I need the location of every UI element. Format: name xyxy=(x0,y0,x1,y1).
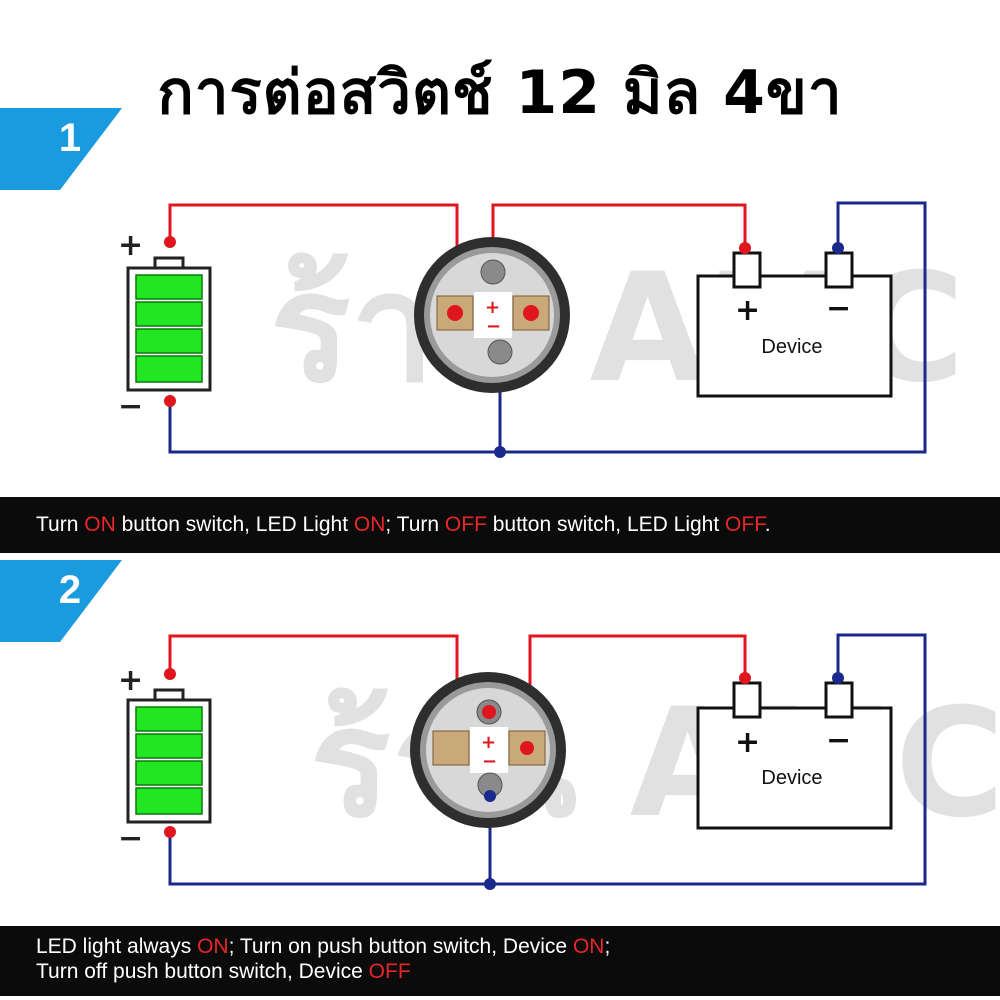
device-positive-terminal xyxy=(739,672,751,684)
step-badge-2: 2 xyxy=(0,560,122,642)
battery-plus-label: + xyxy=(118,228,143,263)
device-negative-terminal xyxy=(832,672,844,684)
device-label: Device xyxy=(761,336,822,358)
wiring-diagram-1: ร้าน AMC + − + − xyxy=(118,201,965,458)
caption-line-2: Turn off push button switch, Device OFF xyxy=(36,960,411,983)
battery-positive-terminal xyxy=(164,236,176,248)
switch-plus-label: + xyxy=(481,732,496,753)
battery xyxy=(126,256,212,392)
push-button-switch xyxy=(410,672,566,828)
battery-negative-terminal xyxy=(164,395,176,407)
step-number: 1 xyxy=(58,116,82,160)
wiring-diagram-2: ร้าน AMC + − + − xyxy=(118,633,1000,890)
device xyxy=(696,681,893,830)
caption-band-2: LED light always ON; Turn on push button… xyxy=(0,926,1000,996)
device-plus-label: + xyxy=(735,293,760,328)
wire-junction xyxy=(484,878,496,890)
wire-junction xyxy=(494,446,506,458)
switch-minus-label: − xyxy=(482,751,497,772)
caption-band-1: Turn ON button switch, LED Light ON; Tur… xyxy=(0,497,1000,553)
device-minus-label: − xyxy=(826,723,851,758)
battery-minus-label: − xyxy=(118,821,143,856)
caption-text: Turn ON button switch, LED Light ON; Tur… xyxy=(36,513,771,536)
caption-line-1: LED light always ON; Turn on push button… xyxy=(36,935,611,958)
switch-plus-label: + xyxy=(485,297,500,318)
switch-minus-label: − xyxy=(486,316,501,337)
device-negative-terminal xyxy=(832,242,844,254)
device-label: Device xyxy=(761,767,822,789)
battery-positive-terminal xyxy=(164,668,176,680)
push-button-switch xyxy=(414,237,570,393)
step-badge-1: 1 xyxy=(0,108,122,190)
page-title: การต่อสวิตช์ 12 มิล 4ขา xyxy=(157,58,843,128)
battery-minus-label: − xyxy=(118,389,143,424)
battery xyxy=(126,688,212,824)
battery-plus-label: + xyxy=(118,663,143,698)
device-minus-label: − xyxy=(826,291,851,326)
device-plus-label: + xyxy=(735,725,760,760)
battery-negative-terminal xyxy=(164,826,176,838)
step-number: 2 xyxy=(58,568,82,612)
device-positive-terminal xyxy=(739,242,751,254)
device xyxy=(696,251,893,398)
